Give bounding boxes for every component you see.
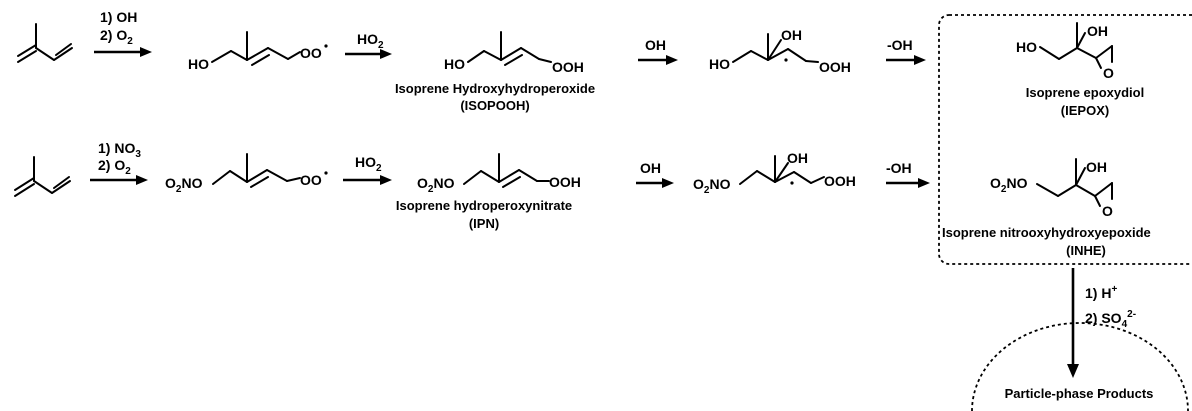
compound-abbr-inhe: (INHE) (1066, 243, 1106, 258)
nitrooxy-group: O2NO (990, 175, 1028, 195)
condition-row1-step1-line1: 1) OH (100, 9, 137, 25)
hydroxyl-group: HO (709, 56, 730, 72)
hydroxyl-group: OH (781, 27, 802, 43)
reaction-arrow-row1-step1 (94, 47, 152, 57)
particle-phase-boundary (971, 322, 1189, 411)
hydroperoxy-group: OOH (819, 59, 851, 75)
reagent-row2-step2: HO2 (355, 154, 382, 174)
reaction-arrow-row1-step3 (638, 55, 678, 65)
reagent-row2-step4: -OH (886, 160, 912, 176)
reagent-row1-step3: OH (645, 37, 666, 53)
reagent-row1-step2: HO2 (357, 31, 384, 51)
reaction-arrow-row2-step3 (636, 178, 674, 188)
ipn-structure: O2NO OOH (417, 153, 581, 195)
condition-row1-step1-line2: 2) O2 (100, 27, 133, 47)
hydroperoxy-group: OOH (552, 59, 584, 75)
compound-abbr-ipn: (IPN) (469, 216, 499, 231)
condition-final-line1: 1) H+ (1085, 284, 1117, 301)
peroxy-group: OO (300, 172, 322, 188)
reaction-arrow-row2-step4 (886, 178, 930, 188)
radical-dot (784, 58, 788, 62)
isopooh-structure: HO OOH (444, 31, 584, 75)
hydroxyl-group: OH (787, 150, 808, 166)
reagent-row2-step3: OH (640, 160, 661, 176)
hydroxyl-group: OH (1086, 159, 1107, 175)
reagent-row1-step4: -OH (887, 37, 913, 53)
compound-name-iepox: Isoprene epoxydiol (1026, 85, 1144, 100)
hydroperoxy-group: OOH (824, 173, 856, 189)
nitrooxy-group: O2NO (693, 176, 731, 196)
isoprene-structure-row1 (17, 23, 73, 63)
iepox-structure: HO OH O (1016, 22, 1114, 81)
particle-phase-products-label: Particle-phase Products (1005, 386, 1154, 401)
oh-adduct-radical-row2: O2NO OH OOH (693, 150, 856, 196)
reaction-arrow-row2-step1 (90, 175, 148, 185)
nitrooxy-group: O2NO (417, 175, 455, 195)
condition-row2-step1-line2: 2) O2 (98, 157, 131, 177)
hydroxyl-group: HO (444, 56, 465, 72)
radical-dot (324, 171, 328, 175)
hydroperoxy-group: OOH (549, 174, 581, 190)
reaction-arrow-row1-step2 (345, 49, 392, 59)
oh-adduct-radical-row1: HO OH OOH (709, 27, 851, 75)
compound-abbr-isopooh: (ISOPOOH) (460, 98, 529, 113)
inhe-structure: O2NO OH O (990, 158, 1113, 219)
compound-name-ipn: Isoprene hydroperoxynitrate (396, 198, 572, 213)
epoxide-group-frame (938, 14, 1192, 265)
radical-dot (324, 44, 328, 48)
condition-final-line2: 2) SO42- (1085, 309, 1136, 330)
reaction-arrow-row2-step2 (343, 175, 392, 185)
hydroxyl-group: OH (1087, 23, 1108, 39)
epoxide-oxygen: O (1103, 65, 1114, 81)
radical-dot (790, 181, 794, 185)
compound-abbr-iepox: (IEPOX) (1061, 103, 1109, 118)
condition-row2-step1-line1: 1) NO3 (98, 140, 141, 160)
hydroxyl-group: HO (188, 56, 209, 72)
peroxy-group: OO (300, 45, 322, 61)
hydroxyl-group: HO (1016, 39, 1037, 55)
nitrooxy-group: O2NO (165, 175, 203, 195)
compound-name-inhe: Isoprene nitrooxyhydroxyepoxide (942, 225, 1151, 240)
peroxy-radical-row2: O2NO OO (165, 153, 328, 195)
compound-name-isopooh: Isoprene Hydroxyhydroperoxide (395, 81, 595, 96)
reaction-arrow-to-particle-phase (1067, 268, 1079, 378)
peroxy-radical-row1: HO OO (188, 31, 328, 72)
isoprene-structure-row2 (14, 156, 71, 197)
reaction-arrow-row1-step4 (886, 55, 926, 65)
epoxide-oxygen: O (1102, 203, 1113, 219)
